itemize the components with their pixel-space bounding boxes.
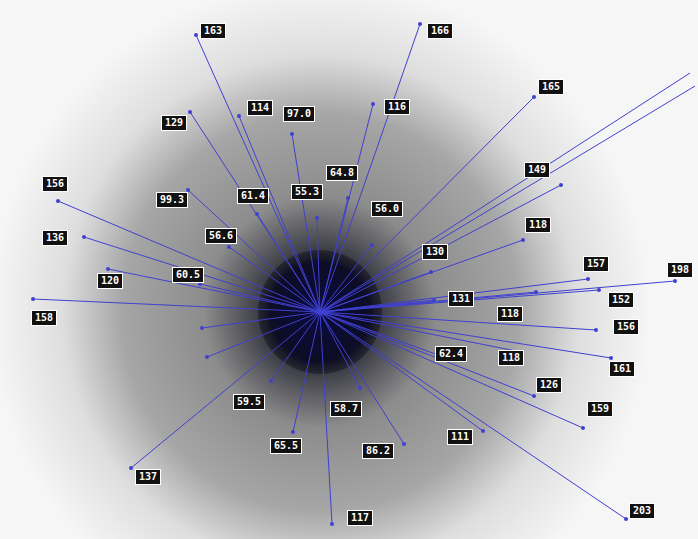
callout-number: 56.6 <box>205 228 237 244</box>
callout-number: 86.2 <box>362 443 394 459</box>
callout-number: 126 <box>536 377 562 393</box>
callout-number: 58.7 <box>330 401 362 417</box>
measure-lines <box>33 24 695 524</box>
end-dots <box>31 22 677 526</box>
callout-number: 161 <box>609 361 635 377</box>
callout-number: 156 <box>42 176 68 192</box>
callout-number: 165 <box>538 79 564 95</box>
callout-number: 118 <box>525 217 551 233</box>
callout-number: 149 <box>524 162 550 178</box>
callout-number: 117 <box>347 510 373 526</box>
callout-number: 118 <box>498 350 524 366</box>
callout-number: 64.8 <box>326 165 358 181</box>
callout-number: 97.0 <box>283 106 315 122</box>
callout-number: 157 <box>583 256 609 272</box>
callout-number: 65.5 <box>270 438 302 454</box>
callout-number: 152 <box>608 292 634 308</box>
callout-number: 118 <box>497 306 523 322</box>
callout-number: 156 <box>613 319 639 335</box>
callout-number: 163 <box>200 23 226 39</box>
callout-number: 159 <box>587 401 613 417</box>
callout-number: 111 <box>447 429 473 445</box>
callout-number: 137 <box>135 469 161 485</box>
callout-number: 114 <box>247 100 273 116</box>
callout-number: 61.4 <box>237 188 269 204</box>
callout-number: 198 <box>667 262 693 278</box>
halo <box>0 0 650 539</box>
callout-number: 59.5 <box>233 394 265 410</box>
callout-number: 158 <box>31 310 57 326</box>
callout-number: 116 <box>384 99 410 115</box>
callout-number: 120 <box>97 273 123 289</box>
callout-number: 55.3 <box>291 184 323 200</box>
callout-number: 129 <box>161 115 187 131</box>
callout-number: 99.3 <box>156 192 188 208</box>
callout-number: 136 <box>42 230 68 246</box>
callout-number: 62.4 <box>435 346 467 362</box>
callout-number: 131 <box>448 291 474 307</box>
callout-number: 56.0 <box>371 201 403 217</box>
callout-number: 166 <box>427 23 453 39</box>
callout-number: 130 <box>422 244 448 260</box>
callout-number: 60.5 <box>172 267 204 283</box>
callout-number: 203 <box>629 503 655 519</box>
